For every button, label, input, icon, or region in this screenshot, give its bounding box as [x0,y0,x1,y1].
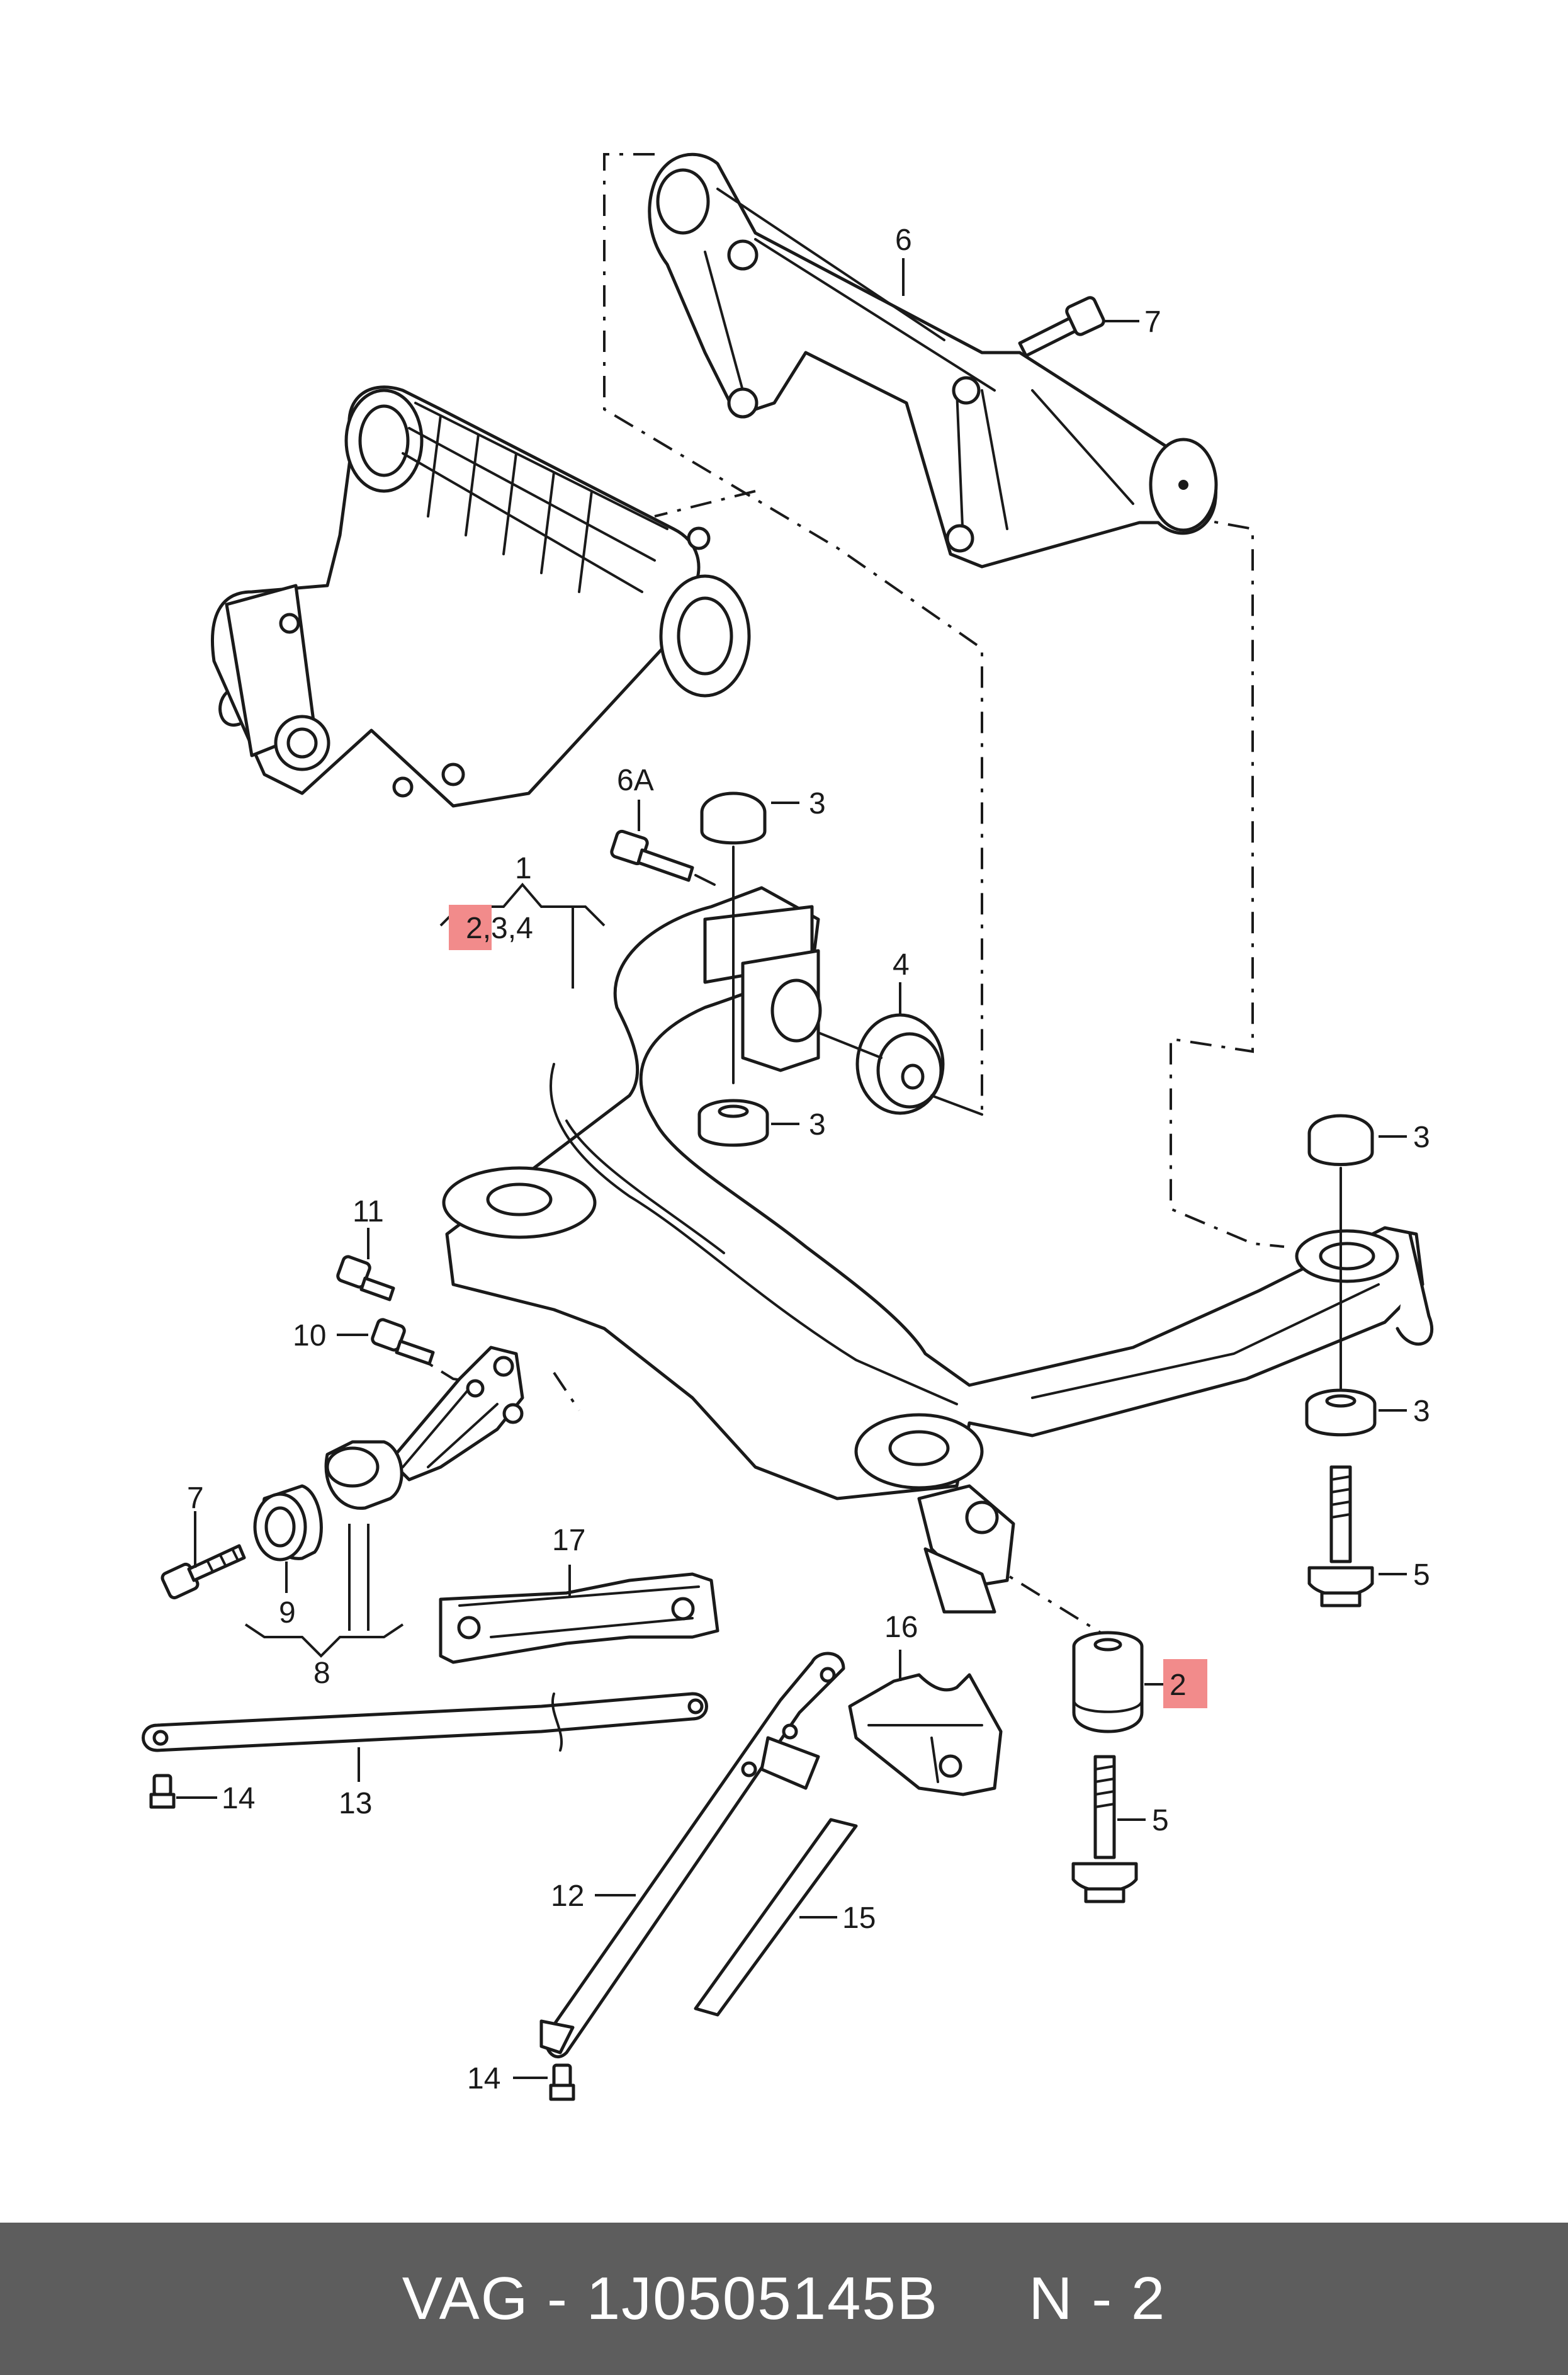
rear-support-frame [648,152,1218,569]
callout-3-right-lower: 3 [1413,1395,1430,1428]
heat-shield-17 [439,1572,719,1664]
rubber-mount-top-center [700,791,767,1084]
callout-6a: 6A [617,764,654,797]
callout-1: 1 [515,852,532,885]
rubber-mount-right-upper [1307,1114,1374,1405]
bolt-11 [336,1255,395,1301]
callout-14-bottom: 14 [467,2062,500,2095]
callout-4: 4 [893,948,910,982]
highlight-2-group [449,905,492,950]
footer-bar: VAG - 1J0505145B N - 2 [0,2223,1568,2375]
bolt-7-lower [161,1544,246,1600]
footer-part-number: VAG - 1J0505145B N - 2 [402,2265,1166,2332]
strip-15 [694,1818,858,2017]
callout-11: 11 [353,1195,384,1228]
bushing-8 [324,1440,403,1510]
callout-3-top: 3 [809,787,826,820]
rubber-mount-right-lower [1305,1388,1377,1437]
bracket-16 [848,1673,1003,1796]
callout-7-upper: 7 [1144,305,1161,339]
bolt-upper [1018,296,1105,358]
callout-13: 13 [339,1787,372,1820]
tie-bar-13 [142,1692,708,1752]
bolt-5-upper [1307,1465,1374,1607]
callout-2: 2 [1170,1669,1187,1702]
callout-16: 16 [884,1611,918,1644]
callout-labels: 1 2,3,4 6A 3 3 3 3 4 5 5 6 7 7 8 9 10 11… [187,224,1430,2095]
callout-9: 9 [279,1596,296,1630]
parts-diagram: 1 2,3,4 6A 3 3 3 3 4 5 5 6 7 7 8 9 10 11… [142,152,1434,2101]
transfer-case [211,385,751,808]
callout-2-3-4: 2,3,4 [466,912,533,945]
screw-14-bottom [549,2063,575,2101]
bolt-10 [371,1318,435,1366]
bushing-9 [253,1484,323,1562]
subframe [442,886,1434,1614]
callout-8: 8 [313,1657,330,1690]
bolt-5-lower [1071,1755,1138,1903]
bushing-2 [1072,1631,1144,1733]
callout-5-center: 5 [1152,1804,1169,1837]
highlight-2-bushing [1163,1659,1207,1708]
callout-6: 6 [895,224,912,257]
callout-10: 10 [293,1319,326,1352]
left-mount-bracket [388,1346,524,1482]
callout-3-right-upper: 3 [1413,1121,1430,1154]
diagonal-strut-12 [539,1652,845,2058]
callout-12: 12 [551,1879,584,1913]
callout-15: 15 [842,1902,876,1935]
rubber-mount-lower-center [697,1099,769,1147]
callout-17: 17 [552,1524,585,1557]
bolt-6a [610,829,716,886]
screw-14-left [149,1774,176,1809]
callout-3-center: 3 [809,1108,826,1142]
callout-14-left: 14 [222,1782,255,1815]
callout-7-lower: 7 [187,1482,204,1515]
callout-5-right: 5 [1413,1558,1430,1592]
bushing-4 [817,1013,983,1116]
